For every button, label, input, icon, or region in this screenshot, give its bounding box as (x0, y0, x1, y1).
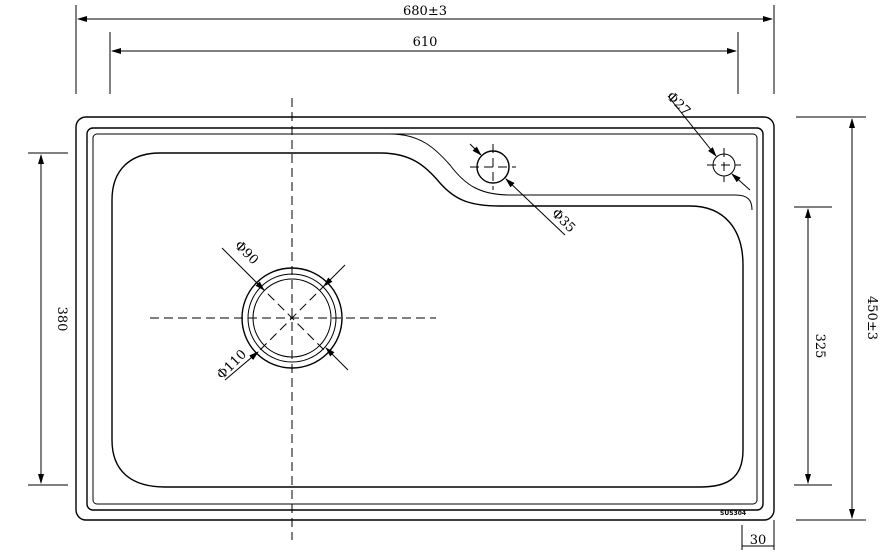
drain-inner-circle (252, 278, 332, 358)
material-label: SUS304 (720, 510, 746, 517)
drain-outer-dia-label: Φ110 (214, 347, 250, 383)
right-depth-label: 325 (812, 334, 827, 359)
phi90-leader-far (323, 264, 346, 287)
tap-hole-dia-label: Φ35 (548, 206, 578, 236)
bowl-outline (111, 152, 744, 488)
sink-rim-inner-outline (92, 133, 758, 505)
inner-width-label: 610 (413, 35, 438, 50)
phi90-leader (221, 247, 265, 291)
tap-hole-leader-far (505, 178, 566, 236)
drain-cross-line-2 (257, 283, 327, 353)
sink-outer-outline (75, 116, 775, 521)
small-hole-dia-label: Φ27 (663, 89, 693, 119)
phi110-leader (224, 351, 259, 381)
drain-inner-dia-label: Φ90 (231, 238, 261, 268)
small-hole-leader-far (731, 173, 751, 191)
tap-hole-leader-near (469, 143, 482, 156)
shelf-curve-line (389, 133, 753, 211)
drain-mid-circle (247, 273, 337, 363)
overall-width-label: 680±3 (403, 4, 447, 19)
small-hole-leader (667, 95, 717, 157)
phi110-leader-far (325, 347, 349, 371)
edge-offset-label: 30 (750, 533, 767, 548)
overall-depth-label: 450±3 (864, 296, 879, 340)
left-depth-label: 380 (54, 307, 69, 332)
sink-rim-outline (86, 127, 764, 511)
drain-outer-circle (241, 267, 343, 369)
